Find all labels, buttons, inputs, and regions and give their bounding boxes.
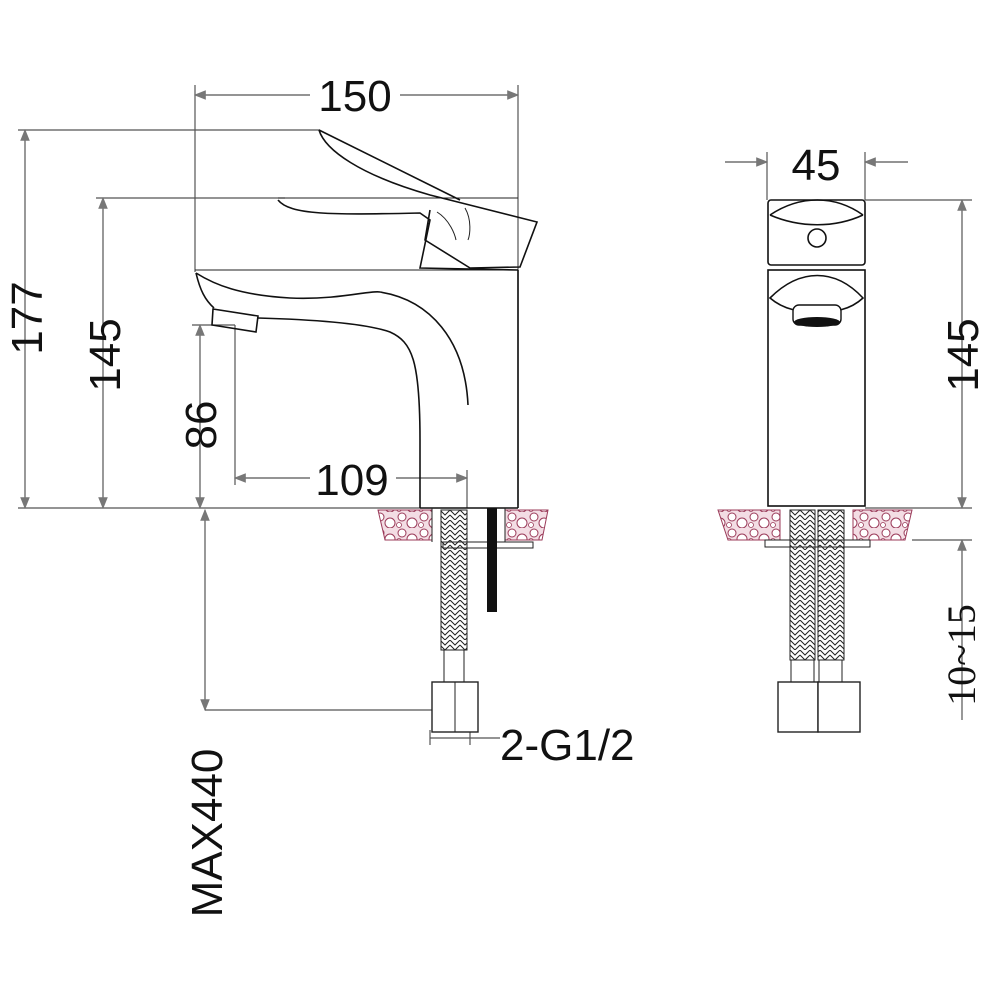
dim-label-145-side: 145 — [81, 318, 130, 391]
dimension-10-15: 10~15 — [939, 538, 984, 720]
front-view: 45 145 10~15 — [717, 141, 988, 733]
side-view: 150 177 145 86 109 MAX440 — [3, 72, 635, 917]
dim-label-86: 86 — [177, 401, 226, 450]
dimension-max440: MAX440 — [183, 508, 435, 918]
supply-hose-side — [431, 508, 497, 733]
mounting-rod — [487, 508, 497, 612]
dim-label-max440: MAX440 — [183, 749, 232, 918]
dim-label-150: 150 — [318, 72, 391, 121]
dimension-86: 86 — [177, 323, 226, 510]
dim-label-10-15: 10~15 — [939, 604, 984, 706]
dim-label-45: 45 — [792, 141, 841, 190]
dimension-150: 150 — [193, 72, 520, 121]
faucet-side-body — [195, 129, 539, 509]
supply-hoses-front — [777, 509, 861, 733]
dim-label-177: 177 — [3, 281, 52, 354]
dimension-connection: 2-G1/2 — [429, 721, 635, 770]
dimension-109: 109 — [233, 456, 469, 505]
faucet-front-body — [767, 199, 866, 507]
dimension-145-side: 145 — [81, 196, 130, 510]
dimension-45: 45 — [725, 141, 908, 190]
dimension-145-front: 145 — [939, 198, 988, 510]
dimension-177: 177 — [3, 128, 52, 510]
dim-label-connection: 2-G1/2 — [500, 721, 635, 770]
dim-label-109: 109 — [315, 456, 388, 505]
dim-label-145-front: 145 — [939, 318, 988, 391]
